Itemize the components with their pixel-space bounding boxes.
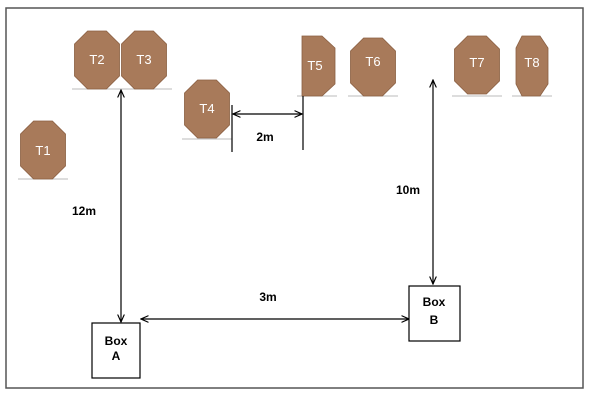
measure-t4-t5: 2m [231,96,304,152]
target-t8: T8 [515,35,549,97]
label-box-a-box-b: 3m [259,290,276,304]
label-box-b-t7: 10m [396,183,420,197]
target-t1: T1 [20,120,66,180]
label-box-a-t2: 12m [72,204,96,218]
ground-lines [18,88,552,180]
target-t2-label: T2 [89,52,104,67]
target-t6: T6 [350,37,396,97]
target-t4-label: T4 [199,101,214,116]
label-t4-t5: 2m [256,130,273,144]
target-t6-label: T6 [365,54,380,69]
box-a: Box A [91,322,141,379]
target-t3-label: T3 [136,52,151,67]
box-a-label-line1: Box [105,334,128,348]
target-t8-label: T8 [524,55,539,70]
target-t4: T4 [184,79,230,139]
box-b-label-line1: Box [423,295,446,309]
target-t3: T3 [121,30,167,90]
target-t5: T5 [301,35,336,97]
box-b: Box B [408,285,461,342]
measure-box-b-t7: 10m [396,80,433,284]
target-t7-label: T7 [469,55,484,70]
box-a-label-line2: A [112,349,121,363]
measure-box-a-box-b: 3m [141,290,409,319]
box-b-label-line2: B [430,313,439,327]
target-t1-label: T1 [35,143,50,158]
target-t2: T2 [74,30,120,90]
diagram-frame [5,7,584,389]
target-t7: T7 [454,35,500,95]
measure-box-a-t2: 12m [72,90,121,322]
target-t5-label: T5 [307,58,322,73]
